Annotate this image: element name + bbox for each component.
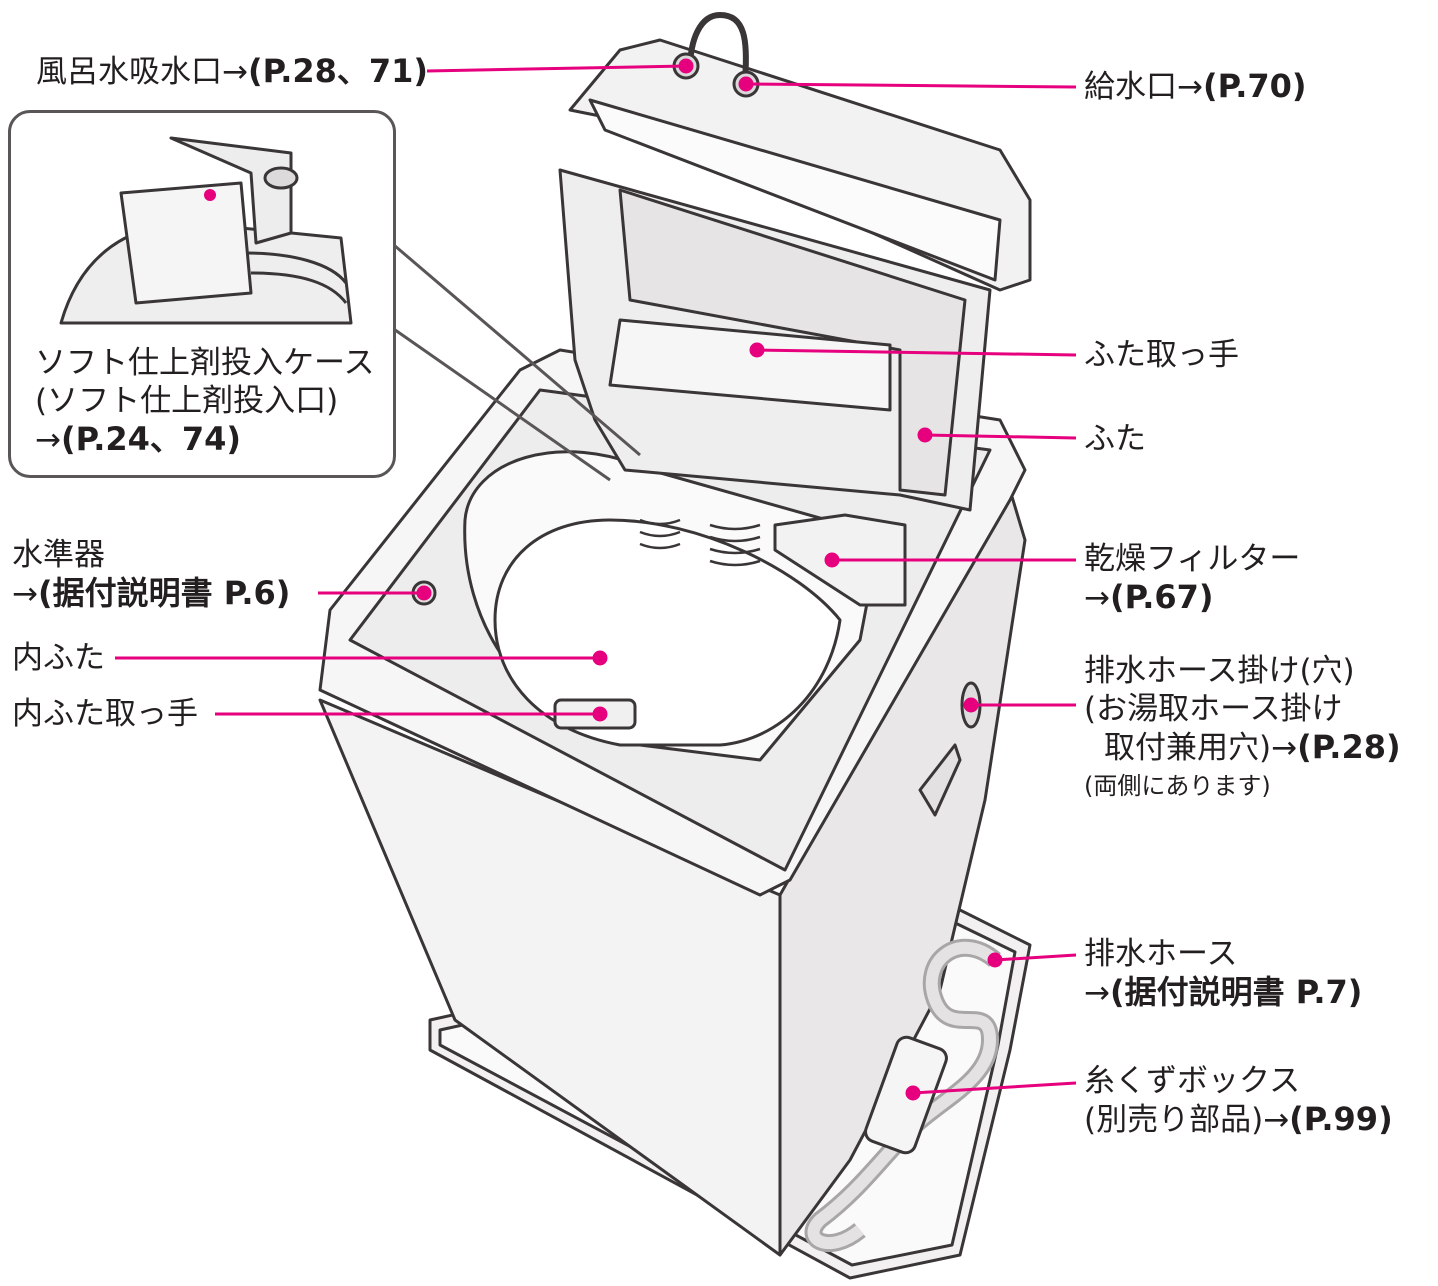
inner-lid-handle-label: 内ふた取っ手 <box>12 696 198 732</box>
softener-case-inset: ソフト仕上剤投入ケース (ソフト仕上剤投入口) →(P.24、74) <box>8 110 396 478</box>
level-label: 水準器 →(据付説明書 P.6) <box>12 537 291 612</box>
dry-filter-label: 乾燥フィルター →(P.67) <box>1084 541 1301 616</box>
lid-label: ふた <box>1084 421 1146 457</box>
softener-case-label: ソフト仕上剤投入ケース (ソフト仕上剤投入口) →(P.24、74) <box>35 344 374 459</box>
softener-case-line3: →(P.24、74) <box>35 420 242 458</box>
softener-case-line2: (ソフト仕上剤投入口) <box>35 383 339 419</box>
softener-case-line1: ソフト仕上剤投入ケース <box>35 345 375 381</box>
lid-handle-label: ふた取っ手 <box>1084 337 1239 373</box>
drain-hose-label: 排水ホース →(据付説明書 P.7) <box>1084 936 1363 1011</box>
inner-lid-label: 内ふた <box>12 640 105 676</box>
top-inlet-hose <box>687 12 749 81</box>
lint-box-label: 糸くずボックス (別売り部品)→(P.99) <box>1084 1063 1393 1138</box>
drain-hook-label: 排水ホース掛け(穴) (お湯取ホース掛け 取付兼用穴)→(P.28) (両側にあ… <box>1084 653 1401 800</box>
bath-intake-label: 風呂水吸水口→(P.28、71) <box>36 52 429 90</box>
inset-connector-lines <box>387 238 641 482</box>
softener-case-closeup <box>59 136 353 325</box>
water-inlet-label: 給水口→(P.70) <box>1084 67 1307 105</box>
